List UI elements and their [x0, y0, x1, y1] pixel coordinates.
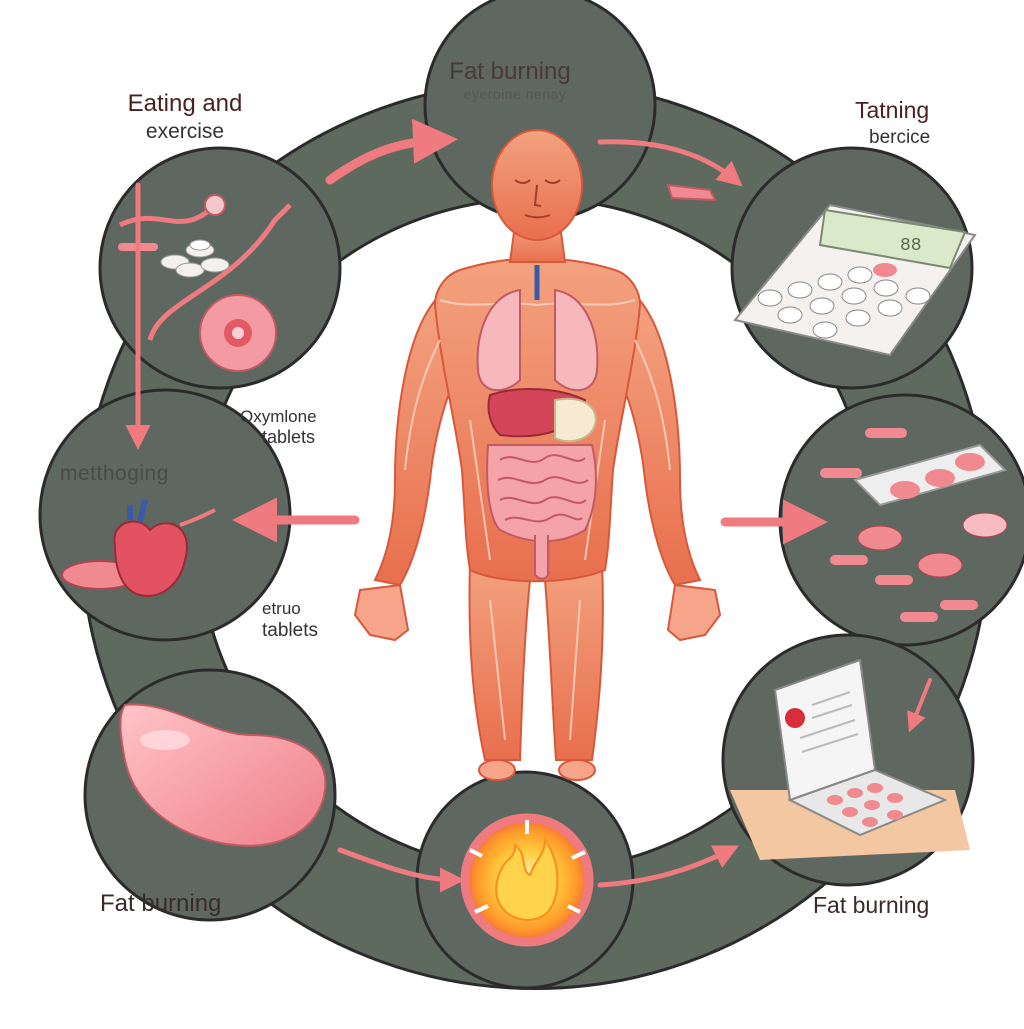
- label-top-subtitle: eyeroine nenay: [463, 86, 567, 102]
- node-metthoging: [38, 388, 292, 642]
- label-fat-burning-left: Fat burning: [100, 890, 222, 917]
- label-oxymlone-line2: tablets: [262, 427, 316, 447]
- node-fat-blob: [83, 668, 337, 922]
- arrow-to-fire: [337, 847, 465, 893]
- arrow-down-right: [907, 678, 932, 733]
- human-figure: [353, 129, 722, 781]
- label-oxymlone-tablets: Oxymlone tablets: [240, 407, 317, 447]
- node-pills: [778, 393, 1024, 647]
- label-tatning: Tatning bercice: [855, 96, 930, 152]
- node-laptop: [721, 633, 975, 887]
- label-tatning-line2: bercice: [869, 127, 931, 148]
- node-eating-exercise: [98, 146, 342, 390]
- calculator-display: 88: [900, 236, 922, 256]
- node-fire: [415, 770, 635, 990]
- label-eating-line2: exercise: [145, 120, 225, 143]
- cycle-arrows: [125, 118, 932, 893]
- label-oxymlone-line1: Oxymlone: [240, 407, 317, 426]
- label-metthoging: metthoging: [60, 462, 169, 485]
- arrow-to-top: [325, 118, 458, 185]
- node-calculator: 88: [730, 146, 977, 390]
- label-etruo-line1: etruo: [262, 599, 301, 618]
- label-fat-burning-right: Fat burning: [813, 892, 930, 918]
- arrow-from-fire: [597, 845, 739, 888]
- label-tatning-line1: Tatning: [855, 97, 930, 123]
- label-etruo-line2: tablets: [262, 620, 318, 641]
- flame-icon: [495, 836, 559, 922]
- arrow-top-to-calculator: [597, 139, 743, 187]
- small-pill-top-right: [666, 183, 717, 202]
- label-etruo-tablets: etruo tablets: [262, 598, 318, 642]
- label-top-title: Fat burning: [449, 58, 571, 85]
- label-eating-line1: Eating and: [127, 90, 243, 117]
- label-eating-exercise: Eating and exercise: [100, 90, 270, 146]
